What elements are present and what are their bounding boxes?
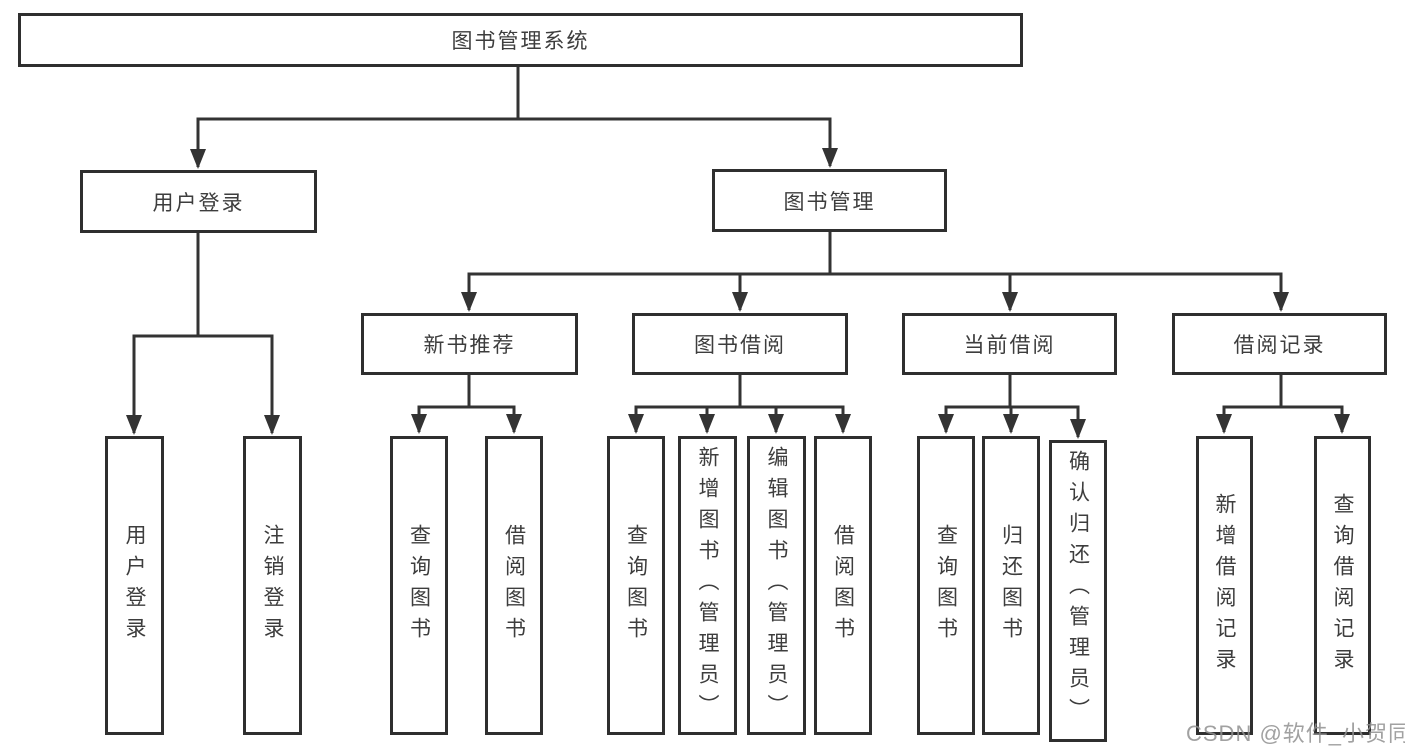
leaf-add-borrow-record: 新增借阅记录 bbox=[1196, 436, 1253, 735]
leaf-borrow-books-recommend: 借阅图书 bbox=[485, 436, 543, 735]
leaf-add-books-admin-label: 新增图书（管理员） bbox=[696, 446, 719, 725]
leaf-query-books-current-label: 查询图书 bbox=[934, 523, 958, 648]
node-current-borrow-label: 当前借阅 bbox=[963, 334, 1056, 357]
watermark: CSDN @软件_小贺同学 bbox=[1186, 721, 1405, 746]
node-root-label: 图书管理系统 bbox=[451, 30, 590, 53]
node-new-book-recommend-label: 新书推荐 bbox=[423, 334, 516, 357]
node-user-login: 用户登录 bbox=[80, 170, 317, 233]
leaf-confirm-return-admin-label: 确认归还（管理员） bbox=[1066, 450, 1090, 729]
leaf-user-login-label: 用户登录 bbox=[123, 523, 146, 648]
leaf-query-borrow-record: 查询借阅记录 bbox=[1314, 436, 1371, 735]
leaf-logout-login-label: 注销登录 bbox=[261, 523, 284, 648]
leaf-borrow-books-borrow-label: 借阅图书 bbox=[831, 523, 855, 648]
leaf-query-books-recommend: 查询图书 bbox=[390, 436, 448, 735]
leaf-user-login: 用户登录 bbox=[105, 436, 164, 735]
leaf-query-books-recommend-label: 查询图书 bbox=[407, 523, 431, 648]
node-current-borrow: 当前借阅 bbox=[902, 313, 1117, 375]
leaf-query-books-borrow-label: 查询图书 bbox=[624, 523, 648, 648]
node-book-borrow-label: 图书借阅 bbox=[694, 334, 786, 357]
leaf-confirm-return-admin: 确认归还（管理员） bbox=[1049, 440, 1107, 742]
leaf-logout-login: 注销登录 bbox=[243, 436, 302, 735]
leaf-edit-books-admin-label: 编辑图书（管理员） bbox=[765, 446, 788, 725]
node-book-management-label: 图书管理 bbox=[783, 190, 876, 214]
leaf-borrow-books-borrow: 借阅图书 bbox=[814, 436, 872, 735]
node-borrow-records: 借阅记录 bbox=[1172, 313, 1387, 375]
leaf-query-books-current: 查询图书 bbox=[917, 436, 975, 735]
node-user-login-label: 用户登录 bbox=[152, 191, 245, 215]
node-book-borrow: 图书借阅 bbox=[632, 313, 848, 375]
leaf-borrow-books-recommend-label: 借阅图书 bbox=[502, 523, 526, 648]
node-book-management: 图书管理 bbox=[712, 169, 947, 232]
leaf-return-books: 归还图书 bbox=[982, 436, 1040, 735]
node-root-library-system: 图书管理系统 bbox=[18, 13, 1023, 67]
leaf-add-books-admin: 新增图书（管理员） bbox=[678, 436, 737, 735]
node-new-book-recommend: 新书推荐 bbox=[361, 313, 578, 375]
leaf-edit-books-admin: 编辑图书（管理员） bbox=[747, 436, 806, 735]
node-borrow-records-label: 借阅记录 bbox=[1233, 334, 1326, 357]
leaf-return-books-label: 归还图书 bbox=[999, 523, 1023, 648]
leaf-query-borrow-record-label: 查询借阅记录 bbox=[1331, 492, 1354, 679]
leaf-add-borrow-record-label: 新增借阅记录 bbox=[1213, 492, 1236, 679]
leaf-query-books-borrow: 查询图书 bbox=[607, 436, 665, 735]
